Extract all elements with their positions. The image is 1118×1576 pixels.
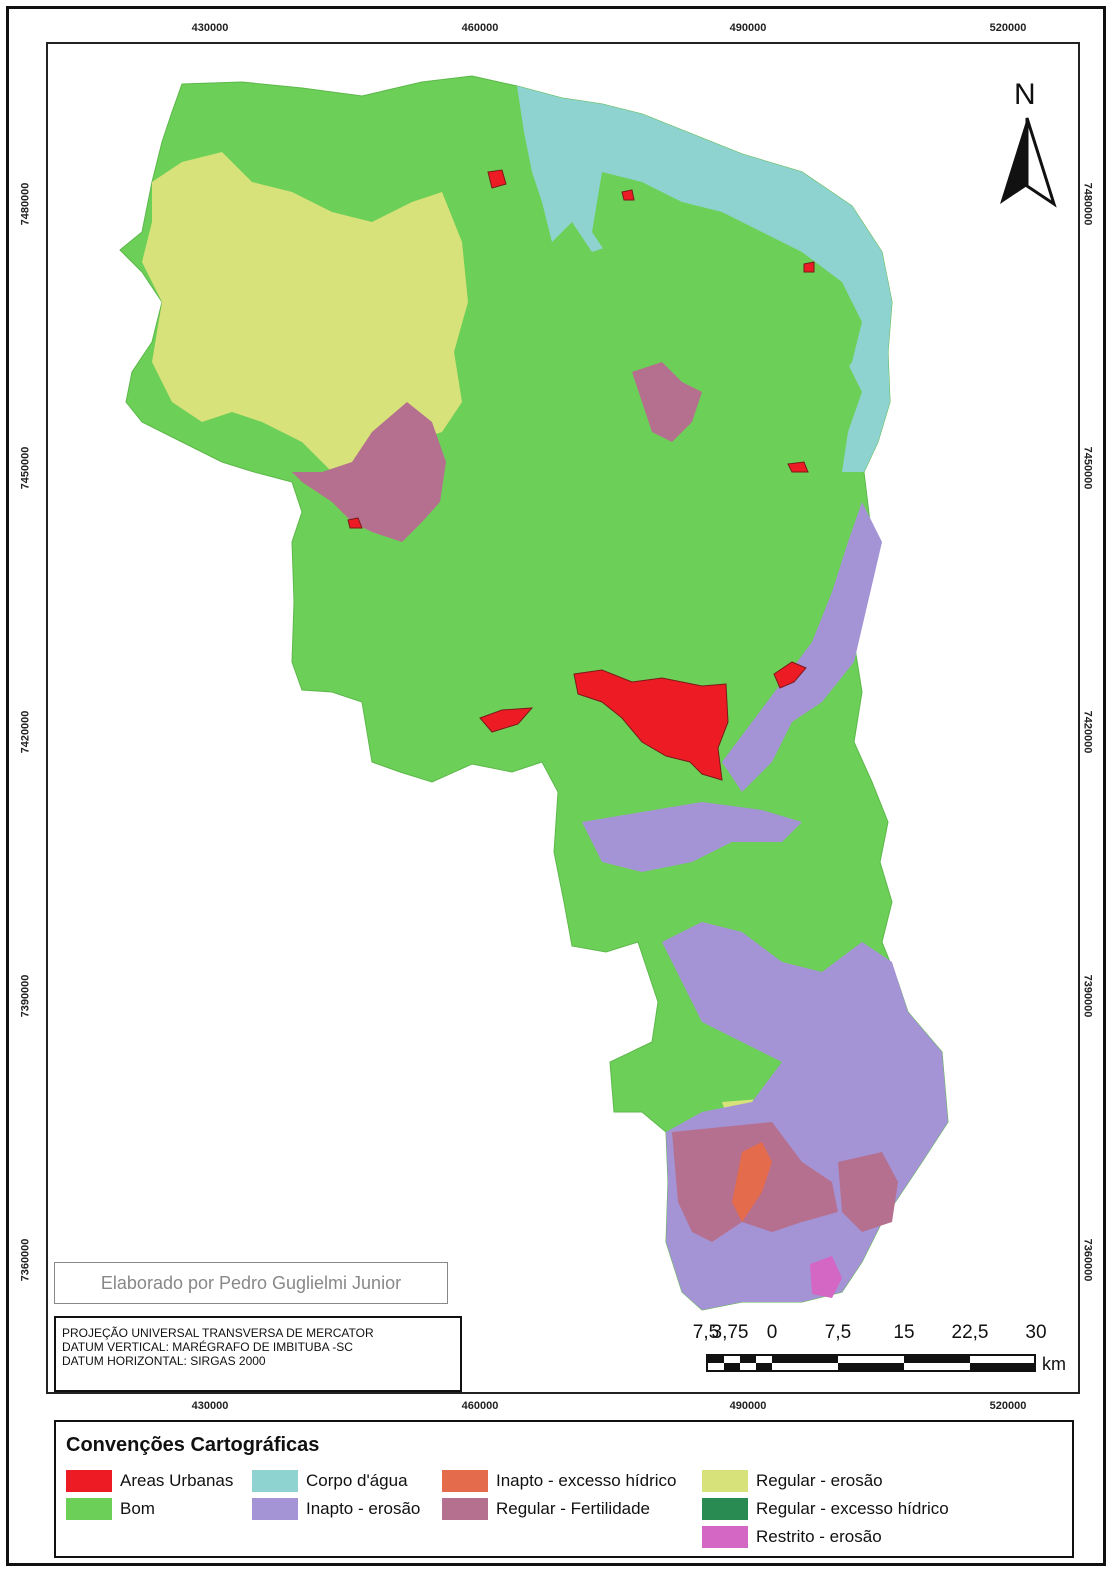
legend-item-restrito-erosao: Restrito - erosão	[702, 1526, 882, 1550]
legend-item-inapto-excesso-hidrico: Inapto - excesso hídrico	[442, 1470, 676, 1494]
legend-label: Inapto - erosão	[306, 1499, 421, 1518]
legend-item-regular-erosao: Regular - erosão	[702, 1470, 883, 1494]
legend-title: Convenções Cartográficas	[66, 1434, 320, 1456]
scale-label: 22,5	[951, 1322, 989, 1343]
scale-label: 0	[766, 1322, 778, 1343]
scale-track	[706, 1354, 1036, 1372]
legend-label: Areas Urbanas	[120, 1471, 234, 1490]
region-inapto-erosao-east	[722, 502, 882, 792]
region-inapto-excesso-hidrico	[732, 1142, 772, 1222]
scale-label: 15	[893, 1322, 915, 1343]
region-regular-fertilidade-south-2	[838, 1152, 898, 1232]
legend-label: Bom	[120, 1499, 155, 1518]
y-tick-left: 7480000	[19, 182, 32, 226]
scale-label: 30	[1025, 1322, 1047, 1343]
x-tick-bottom: 430000	[191, 1400, 229, 1412]
region-areas-urbanas-4	[487, 169, 507, 189]
legend-label: Regular - Fertilidade	[496, 1499, 651, 1518]
projection-line: PROJEÇÃO UNIVERSAL TRANSVERSA DE MERCATO…	[62, 1326, 374, 1340]
legend-swatch	[66, 1470, 112, 1492]
map-canvas	[119, 75, 949, 1311]
region-areas-urbanas-8	[803, 261, 815, 273]
region-areas-urbanas-6	[347, 517, 363, 529]
x-tick-top: 520000	[989, 22, 1027, 34]
legend: Convenções Cartográficas Areas Urbanas B…	[54, 1420, 1074, 1558]
projection-info: PROJEÇÃO UNIVERSAL TRANSVERSA DE MERCATO…	[54, 1316, 462, 1392]
legend-swatch	[442, 1498, 488, 1520]
region-bom-coastal	[592, 172, 862, 392]
region-inapto-erosao-south	[662, 922, 948, 1310]
map-frame: N	[46, 42, 1080, 1394]
scale-unit: km	[1042, 1354, 1066, 1374]
y-tick-right: 7420000	[1081, 710, 1094, 754]
scale-label: 3,75	[711, 1322, 749, 1343]
datum-vertical-line: DATUM VERTICAL: MARÉGRAFO DE IMBITUBA -S…	[62, 1340, 353, 1354]
outer-frame	[6, 6, 1106, 1566]
legend-swatch	[702, 1498, 748, 1520]
legend-item-inapto-erosao: Inapto - erosão	[252, 1498, 420, 1522]
x-tick-top: 430000	[191, 22, 229, 34]
legend-label: Regular - erosão	[756, 1471, 883, 1490]
legend-swatch	[66, 1498, 112, 1520]
x-tick-bottom: 520000	[989, 1400, 1027, 1412]
y-tick-right: 7390000	[1081, 974, 1094, 1018]
y-tick-left: 7420000	[19, 710, 32, 754]
region-inapto-erosao-strip	[582, 802, 802, 872]
legend-item-areas-urbanas: Areas Urbanas	[66, 1470, 233, 1494]
datum-horizontal-line: DATUM HORIZONTAL: SIRGAS 2000	[62, 1354, 266, 1368]
region-regular-fertilidade-2	[632, 362, 702, 442]
region-areas-urbanas-3	[773, 661, 807, 689]
y-tick-right: 7480000	[1081, 182, 1094, 226]
legend-item-corpo-dagua: Corpo d'água	[252, 1470, 408, 1494]
legend-label: Regular - excesso hídrico	[756, 1499, 949, 1518]
region-regular-fertilidade	[292, 402, 446, 542]
x-tick-top: 460000	[461, 22, 499, 34]
region-areas-urbanas-7	[621, 189, 635, 201]
region-areas-urbanas-2	[479, 707, 534, 733]
scale-bar: 7,5 3,75 0 7,5 15 22,5 30 km	[692, 1322, 1076, 1382]
credit-text: Elaborado por Pedro Guglielmi Junior	[54, 1262, 448, 1304]
north-arrow-icon	[1000, 117, 1057, 208]
x-tick-bottom: 460000	[461, 1400, 499, 1412]
legend-item-bom: Bom	[66, 1498, 155, 1522]
legend-label: Inapto - excesso hídrico	[496, 1471, 677, 1490]
legend-item-regular-excesso-hidrico: Regular - excesso hídrico	[702, 1498, 949, 1522]
x-tick-top: 490000	[729, 22, 767, 34]
legend-label: Restrito - erosão	[756, 1527, 882, 1546]
y-tick-left: 7390000	[19, 974, 32, 1018]
region-regular-erosao	[142, 152, 468, 472]
legend-swatch	[702, 1526, 748, 1548]
legend-item-regular-fertilidade: Regular - Fertilidade	[442, 1498, 650, 1522]
y-tick-left: 7360000	[19, 1238, 32, 1282]
legend-swatch	[442, 1470, 488, 1492]
region-areas-urbanas-main	[573, 669, 729, 781]
scale-label: 7,5	[692, 1322, 720, 1343]
north-arrow: N	[992, 78, 1062, 218]
region-restrito-erosao	[810, 1256, 842, 1298]
scale-labels: 7,5 3,75 0 7,5 15 22,5 30	[692, 1322, 1076, 1346]
north-label: N	[1014, 78, 1036, 111]
y-tick-left: 7450000	[19, 446, 32, 490]
x-tick-bottom: 490000	[729, 1400, 767, 1412]
region-areas-urbanas-5	[787, 461, 809, 473]
scale-label: 7,5	[824, 1322, 852, 1343]
y-tick-right: 7360000	[1081, 1238, 1094, 1282]
legend-label: Corpo d'água	[306, 1471, 408, 1490]
y-tick-right: 7450000	[1081, 446, 1094, 490]
legend-swatch	[702, 1470, 748, 1492]
legend-swatch	[252, 1498, 298, 1520]
legend-swatch	[252, 1470, 298, 1492]
